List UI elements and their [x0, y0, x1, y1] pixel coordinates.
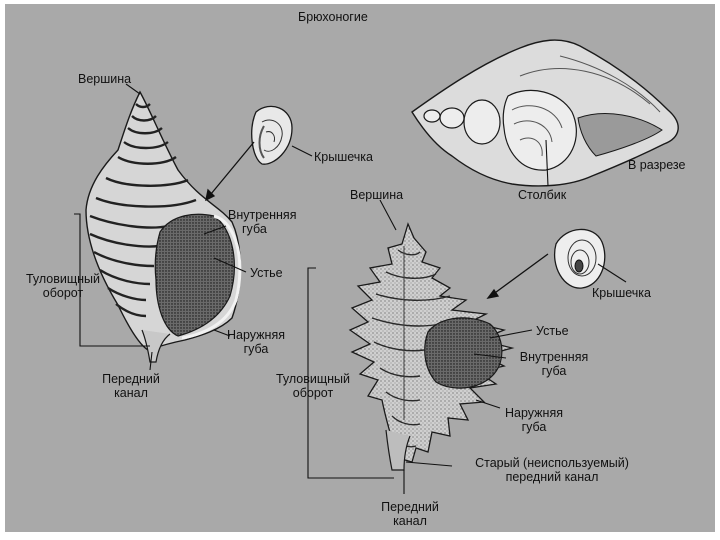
right-operculum-drawing [554, 228, 606, 289]
section-shell-spiral-lines [511, 55, 661, 157]
right-shell-canal [385, 429, 411, 471]
left-outer-lip-line1: Наружняя [227, 328, 285, 342]
left-shell [85, 90, 242, 363]
right-anterior-canal-label: Передний канал [370, 500, 450, 528]
right-anterior-canal-line2: канал [393, 514, 427, 528]
left-shell-whorl-ridges [89, 103, 197, 318]
right-inner-lip-line1: Внутренняя [519, 350, 589, 364]
section-shell [411, 39, 679, 187]
right-aperture-label: Устье [536, 324, 569, 338]
section-label: В разрезе [628, 158, 686, 172]
right-outer-lip-line1: Наружняя [505, 406, 563, 420]
arrows [205, 141, 549, 299]
section-shell-chambers [423, 89, 577, 171]
right-inner-lip-label: Внутренняя губа [508, 350, 600, 378]
right-operculum-label: Крышечка [592, 286, 651, 300]
right-outer-lip-label: Наружняя губа [494, 406, 574, 434]
right-shell [348, 222, 515, 471]
left-apex-label: Вершина [78, 72, 132, 86]
old-canal-line1: Старый (неиспользуемый) [475, 456, 629, 470]
leader-lines [74, 83, 627, 494]
right-outer-lip-line2: губа [521, 420, 547, 434]
left-aperture-label: Устье [250, 266, 283, 280]
left-body-whorl-line1: Туловищный [25, 272, 101, 286]
left-inner-lip-label: Внутренняя губа [228, 208, 296, 236]
left-operculum-label: Крышечка [314, 150, 373, 164]
left-shell-aperture [154, 213, 235, 337]
left-outer-lip-label: Наружняя губа [216, 328, 296, 356]
columella-label: Столбик [518, 188, 567, 202]
left-anterior-canal-label: Передний канал [90, 372, 172, 400]
left-operculum-drawing [251, 105, 293, 165]
left-body-whorl-label: Туловищный оборот [14, 272, 112, 300]
right-body-whorl-line2: оборот [292, 386, 334, 400]
left-shell-anterior-canal [141, 329, 171, 363]
section-shell-inner-fill [577, 113, 663, 157]
left-body-whorl-line2: оборот [42, 286, 84, 300]
right-body-whorl-label: Туловищный оборот [266, 372, 360, 400]
left-inner-lip-line1: Внутренняя [228, 208, 297, 222]
left-inner-lip-line2: губа [242, 222, 267, 236]
right-anterior-canal-line1: Передний [381, 500, 439, 514]
right-apex-label: Вершина [350, 188, 404, 202]
left-anterior-canal-line1: Передний [102, 372, 160, 386]
left-anterior-canal-line2: канал [114, 386, 148, 400]
right-body-whorl-line1: Туловищный [275, 372, 351, 386]
figure-title: Брюхоногие [298, 10, 368, 24]
right-shell-aperture [424, 317, 503, 389]
old-canal-label: Старый (неиспользуемый) передний канал [454, 456, 650, 484]
right-shell-ridges [371, 246, 451, 448]
left-shell-outer-lip [181, 214, 242, 340]
left-outer-lip-line2: губа [243, 342, 269, 356]
old-canal-line2: передний канал [505, 470, 599, 484]
right-inner-lip-line2: губа [541, 364, 567, 378]
